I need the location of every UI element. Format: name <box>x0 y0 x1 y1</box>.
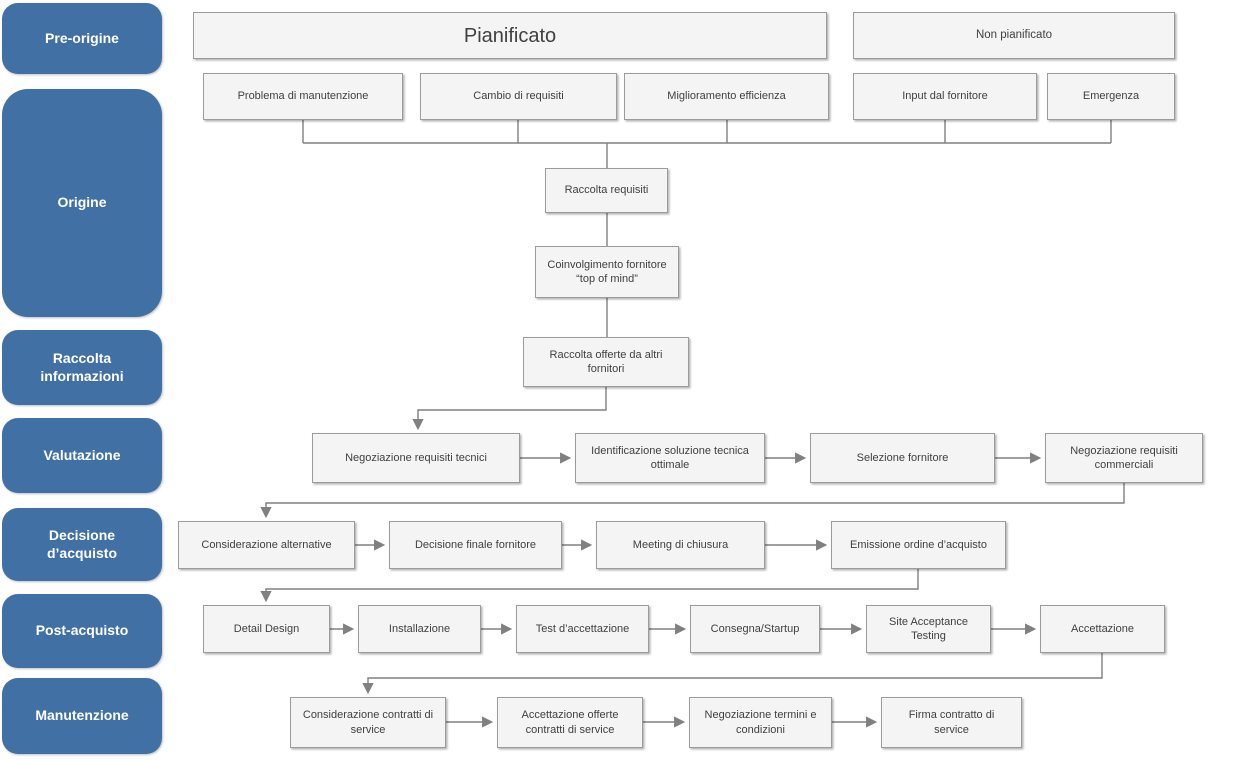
node-pianificato: Pianificato <box>193 12 827 59</box>
node-negoziazione-requisiti-commerciali: Negoziazione requisiti commerciali <box>1045 433 1203 483</box>
node-identificazione-soluzione: Identificazione soluzione tecnica ottima… <box>575 433 765 483</box>
phase-pre-origine: Pre-origine <box>2 3 162 74</box>
node-input-dal-fornitore: Input dal fornitore <box>853 73 1037 120</box>
node-problema-di-manutenzione: Problema di manutenzione <box>203 73 403 120</box>
node-accettazione-offerte-service: Accettazione offerte contratti di servic… <box>497 697 643 748</box>
node-selezione-fornitore: Selezione fornitore <box>810 433 995 483</box>
node-decisione-finale-fornitore: Decisione finale fornitore <box>389 521 562 569</box>
node-accettazione: Accettazione <box>1040 605 1165 653</box>
node-meeting-di-chiusura: Meeting di chiusura <box>596 521 765 569</box>
node-consegna-startup: Consegna/Startup <box>690 605 820 653</box>
node-coinvolgimento-fornitore: Coinvolgimento fornitore “top of mind” <box>535 246 679 298</box>
phase-valutazione: Valutazione <box>2 418 162 493</box>
node-negoziazione-termini-condizioni: Negoziazione termini e condizioni <box>689 697 832 748</box>
node-considerazione-alternative: Considerazione alternative <box>178 521 355 569</box>
node-firma-contratto-service: Firma contratto di service <box>881 697 1022 748</box>
node-emissione-ordine-acquisto: Emissione ordine d’acquisto <box>831 521 1006 569</box>
node-emergenza: Emergenza <box>1047 73 1175 120</box>
node-raccolta-requisiti: Raccolta requisiti <box>545 168 668 213</box>
node-negoziazione-requisiti-tecnici: Negoziazione requisiti tecnici <box>312 433 520 483</box>
node-considerazione-contratti-service: Considerazione contratti di service <box>290 697 446 748</box>
phase-origine: Origine <box>2 89 162 317</box>
phase-post-acquisto: Post-acquisto <box>2 594 162 668</box>
phase-raccolta-informazioni: Raccolta informazioni <box>2 330 162 405</box>
node-test-accettazione: Test d’accettazione <box>516 605 649 653</box>
phase-decisione-acquisto: Decisione d’acquisto <box>2 508 162 581</box>
node-site-acceptance-testing: Site Acceptance Testing <box>866 605 991 653</box>
node-installazione: Installazione <box>358 605 481 653</box>
node-detail-design: Detail Design <box>203 605 330 653</box>
phase-manutenzione: Manutenzione <box>2 678 162 754</box>
node-miglioramento-efficienza: Miglioramento efficienza <box>624 73 829 120</box>
node-raccolta-offerte: Raccolta offerte da altri fornitori <box>523 337 689 387</box>
node-cambio-di-requisiti: Cambio di requisiti <box>420 73 617 120</box>
node-non-pianificato: Non pianificato <box>853 12 1175 59</box>
